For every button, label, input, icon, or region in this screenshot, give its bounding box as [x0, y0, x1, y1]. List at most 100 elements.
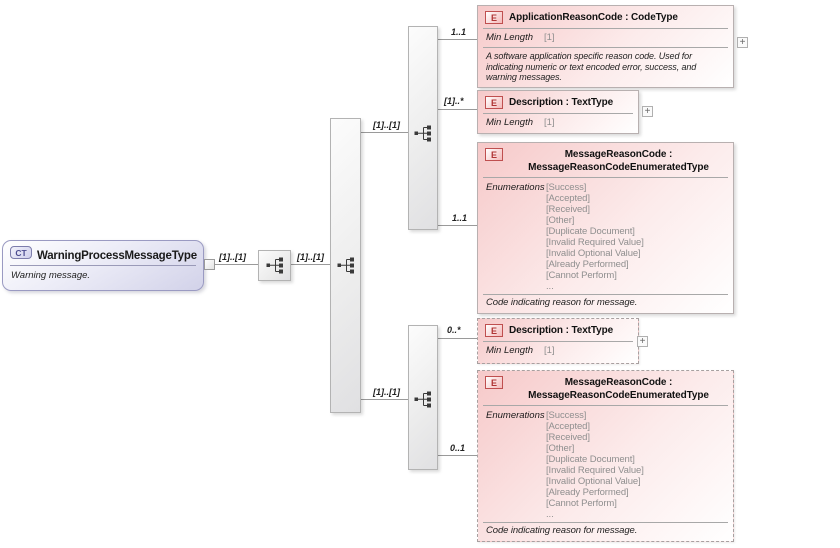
enumeration-value: [Received] [546, 432, 590, 443]
element-header: E Description : TextType [478, 319, 638, 341]
facet-row: Min Length [1] [478, 342, 638, 360]
enumeration-value: [Invalid Required Value] [546, 237, 644, 248]
enumeration-value: [Accepted] [546, 421, 590, 432]
divider [10, 265, 196, 266]
element-box-description-required[interactable]: E Description : TextType Min Length [1] [477, 90, 639, 134]
facet-name: Min Length [486, 345, 534, 356]
facet-row: Min Length [1] [478, 114, 638, 132]
expand-button-description-optional[interactable]: + [637, 336, 648, 347]
element-title: MessageReasonCode : MessageReasonCodeEnu… [528, 149, 709, 173]
enumeration-value: [Invalid Optional Value] [546, 248, 641, 259]
connector-line [291, 264, 330, 265]
enumeration-value: [Already Performed] [546, 487, 629, 498]
sequence-icon [337, 257, 354, 274]
expand-button-applicationreasoncode[interactable]: + [737, 37, 748, 48]
element-header: E MessageReasonCode : MessageReasonCodeE… [478, 371, 733, 405]
sequence-icon [414, 391, 431, 408]
complex-type-box-warningprocessmessagetype[interactable]: CT WarningProcessMessageType Warning mes… [2, 240, 204, 291]
enumeration-value: ... [546, 509, 554, 520]
enumeration-value: [Duplicate Document] [546, 226, 635, 237]
sequence-icon [414, 125, 431, 142]
element-title: Description : TextType [509, 325, 614, 336]
sequence-compositor-lower [408, 325, 438, 470]
complex-type-description: Warning message. [11, 270, 91, 281]
divider [483, 177, 728, 178]
enumeration-value: [Cannot Perform] [546, 270, 617, 281]
enumeration-value: [Success] [546, 182, 587, 193]
complex-type-title: WarningProcessMessageType [37, 250, 197, 262]
enumeration-value: [Other] [546, 215, 575, 226]
enumeration-value: [Invalid Required Value] [546, 465, 644, 476]
enumeration-value: [Accepted] [546, 193, 590, 204]
element-icon: E [485, 148, 503, 161]
cardinality-label: 1..1 [451, 27, 467, 37]
facet-name: Min Length [486, 117, 534, 128]
connector-line [361, 132, 408, 133]
sequence-icon [266, 257, 283, 274]
root-connector-handle[interactable] [204, 259, 215, 270]
sequence-compositor-inner [330, 118, 361, 413]
facet-name: Min Length [486, 32, 534, 43]
facet-row: Min Length [1] [478, 29, 733, 47]
enumeration-section: Enumerations [Success] [Accepted] [Recei… [478, 406, 733, 522]
enumeration-values: [Success] [Accepted] [Received] [Other] … [546, 410, 725, 520]
element-header: E ApplicationReasonCode : CodeType [478, 6, 733, 28]
element-header: E Description : TextType [478, 91, 638, 113]
divider [483, 522, 728, 523]
facet-value: [1] [544, 345, 555, 356]
element-title: ApplicationReasonCode : CodeType [509, 12, 678, 23]
connector-line [438, 455, 477, 456]
divider [483, 28, 728, 29]
cardinality-label: [1]..* [444, 96, 464, 106]
enumeration-label: Enumerations [486, 182, 545, 193]
complex-type-icon: CT [10, 246, 32, 259]
enumeration-value: [Duplicate Document] [546, 454, 635, 465]
element-title: MessageReasonCode : MessageReasonCodeEnu… [528, 377, 709, 401]
connector-line [361, 399, 408, 400]
element-box-applicationreasoncode[interactable]: E ApplicationReasonCode : CodeType Min L… [477, 5, 734, 88]
expand-button-description-required[interactable]: + [642, 106, 653, 117]
cardinality-label: [1]..[1] [373, 120, 400, 130]
element-box-messagereasoncode-optional[interactable]: E MessageReasonCode : MessageReasonCodeE… [477, 370, 734, 542]
facet-value: [1] [544, 117, 555, 128]
enumeration-label: Enumerations [486, 410, 545, 421]
element-icon: E [485, 11, 503, 24]
enumeration-value: [Already Performed] [546, 259, 629, 270]
enumeration-value: [Received] [546, 204, 590, 215]
cardinality-label: 0..* [447, 325, 461, 335]
enumeration-values: [Success] [Accepted] [Received] [Other] … [546, 182, 725, 292]
element-box-messagereasoncode-required[interactable]: E MessageReasonCode : MessageReasonCodeE… [477, 142, 734, 314]
divider [483, 47, 728, 48]
divider [483, 113, 633, 114]
cardinality-label: [1]..[1] [297, 252, 324, 262]
element-description: A software application specific reason c… [486, 51, 697, 82]
sequence-compositor-outer [258, 250, 291, 281]
element-box-description-optional[interactable]: E Description : TextType Min Length [1] [477, 318, 639, 364]
connector-line [438, 338, 477, 339]
complex-type-header: CT WarningProcessMessageType [3, 241, 203, 264]
enumeration-value: [Success] [546, 410, 587, 421]
element-header: E MessageReasonCode : MessageReasonCodeE… [478, 143, 733, 177]
enumeration-section: Enumerations [Success] [Accepted] [Recei… [478, 178, 733, 294]
cardinality-label: 0..1 [450, 443, 466, 453]
connector-line [438, 39, 477, 40]
divider [483, 294, 728, 295]
cardinality-label: 1..1 [452, 213, 468, 223]
element-description: Code indicating reason for message. [486, 297, 638, 308]
enumeration-value: ... [546, 281, 554, 292]
connector-line [438, 109, 477, 110]
enumeration-value: [Other] [546, 443, 575, 454]
enumeration-value: [Cannot Perform] [546, 498, 617, 509]
sequence-compositor-upper [408, 26, 438, 230]
cardinality-label: [1]..[1] [373, 387, 400, 397]
cardinality-label: [1]..[1] [219, 252, 246, 262]
divider [483, 405, 728, 406]
element-description: Code indicating reason for message. [486, 525, 638, 536]
element-icon: E [485, 96, 503, 109]
connector-line [438, 225, 477, 226]
enumeration-value: [Invalid Optional Value] [546, 476, 641, 487]
element-icon: E [485, 376, 503, 389]
facet-value: [1] [544, 32, 555, 43]
element-icon: E [485, 324, 503, 337]
